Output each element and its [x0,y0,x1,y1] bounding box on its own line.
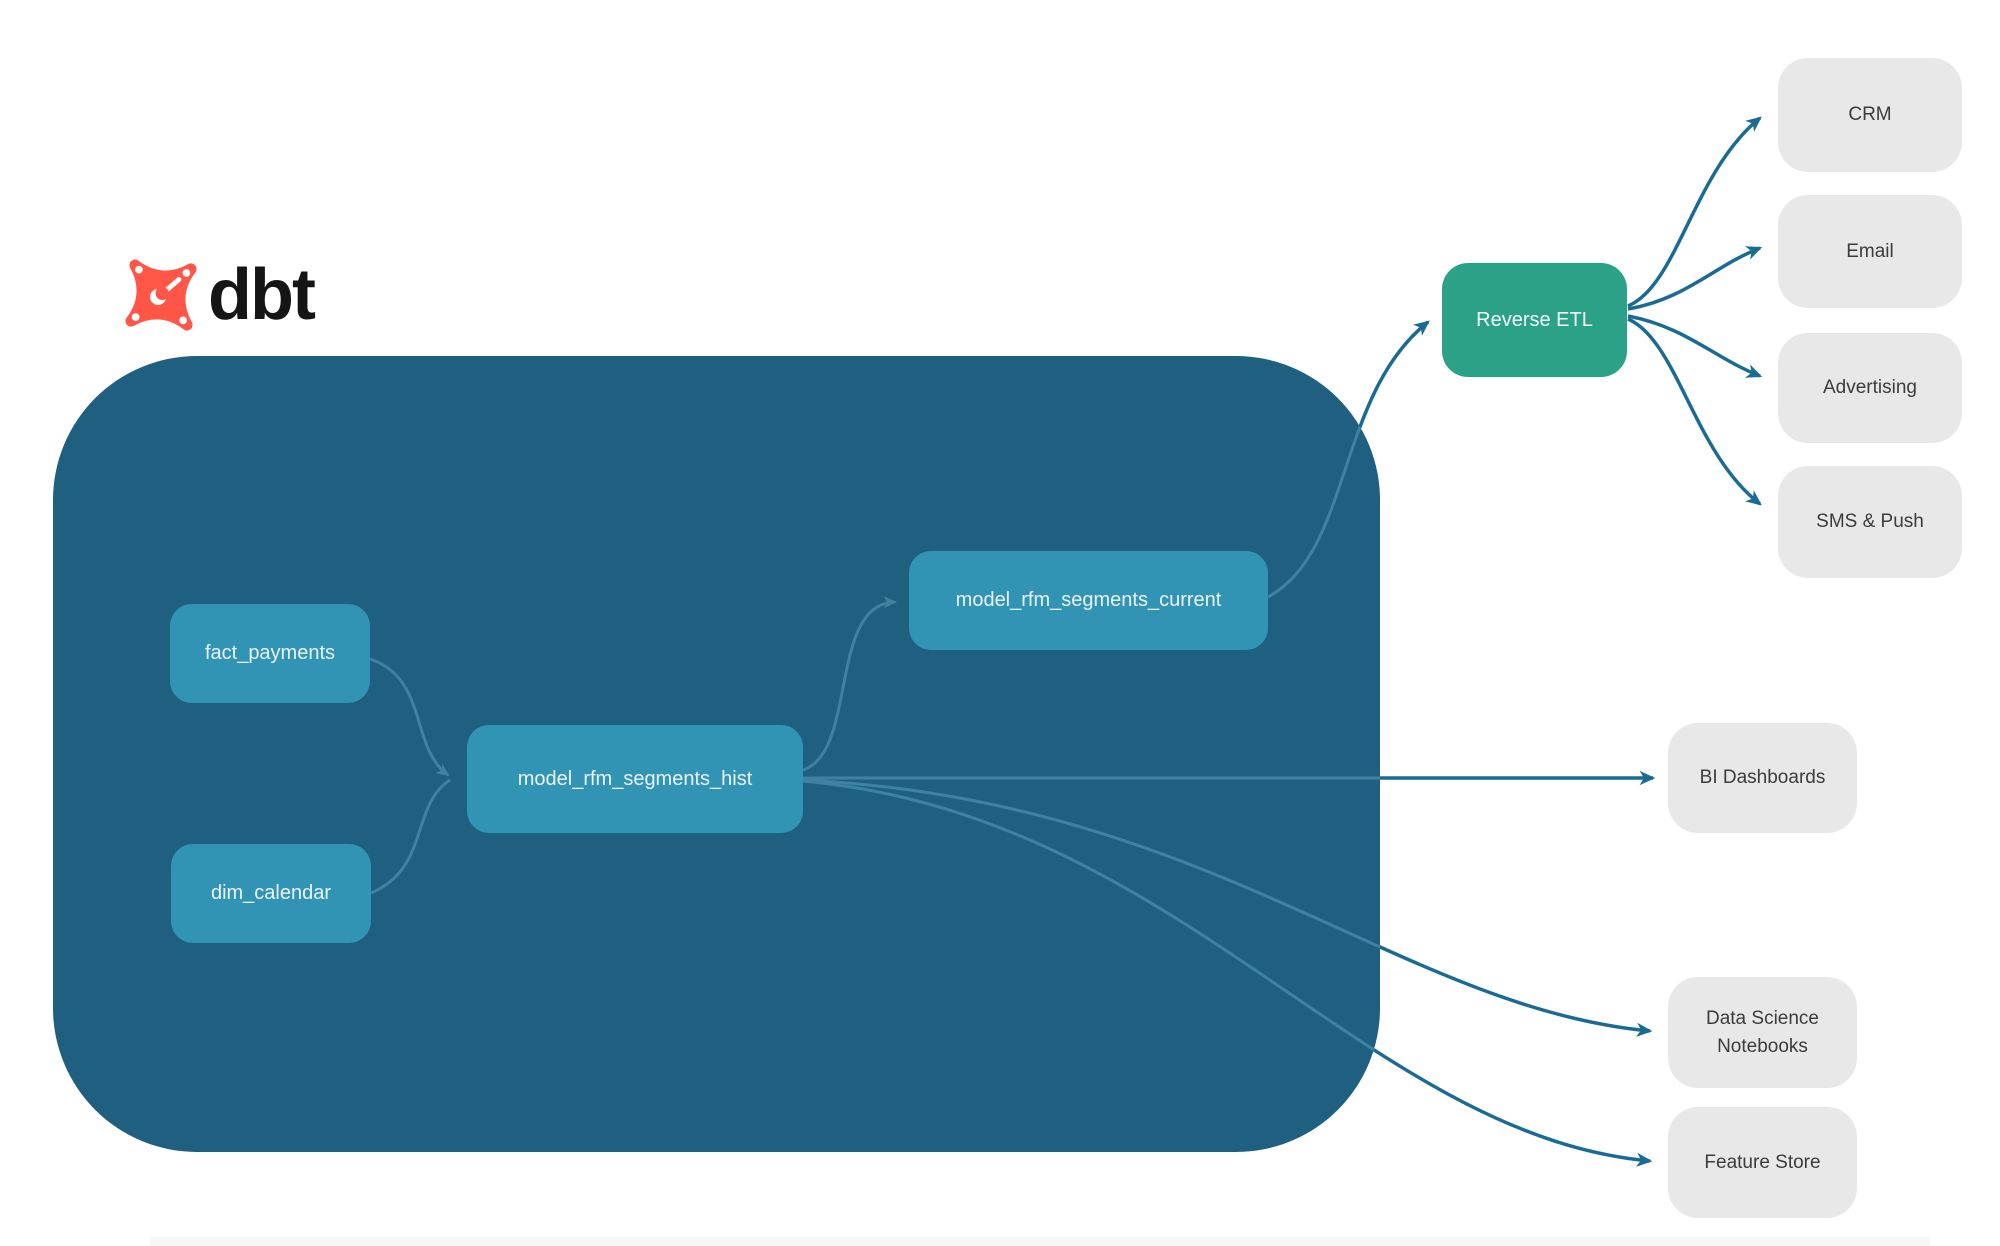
dbt-dot-bottom-left [131,313,140,321]
bottom-edge-strip [150,1237,1930,1246]
node-label: fact_payments [204,642,336,664]
edge-reverse-etl-to-crm [1627,116,1762,308]
node-data-science-notebooks: Data Science Notebooks [1668,977,1857,1088]
edge-reverse-etl-to-sms-push [1627,317,1762,506]
node-model-rfm-segments-current: model_rfm_segments_current [909,551,1268,650]
node-label: model_rfm_segments_hist [517,767,753,790]
node-feature-store: Feature Store [1668,1107,1857,1218]
edge-reverse-etl-to-advertising [1627,314,1763,378]
node-crm: CRM [1778,58,1962,172]
node-label: CRM [1848,104,1892,126]
node-dim-calendar: dim_calendar [171,844,371,943]
node-bi-dashboards: BI Dashboards [1668,723,1857,833]
node-label: Feature Store [1704,1151,1821,1173]
node-email: Email [1778,195,1962,308]
dbt-dot-bottom-right [179,316,187,325]
edge-reverse-etl-to-email [1627,246,1763,311]
node-label: Data Science Notebooks [1705,1007,1819,1057]
dbt-dot-top-left [135,265,143,274]
dbt-crescent-cut [155,286,169,300]
dbt-logo-icon [125,259,197,331]
node-model-rfm-segments-hist: model_rfm_segments_hist [467,725,803,833]
node-label: dim_calendar [210,882,332,904]
node-label: Email [1846,240,1894,262]
node-reverse-etl: Reverse ETL [1442,263,1627,377]
node-label: model_rfm_segments_current [955,589,1222,611]
node-fact-payments: fact_payments [170,604,370,703]
node-advertising: Advertising [1778,333,1962,443]
dbt-logo: dbt [125,255,316,335]
node-label: BI Dashboards [1699,767,1826,789]
node-label: Advertising [1823,377,1917,399]
node-sms-push: SMS & Push [1778,466,1962,578]
dbt-dot-top-right [182,269,191,277]
dbt-slash [164,276,182,293]
node-label: SMS & Push [1816,511,1924,533]
node-label: Reverse ETL [1476,308,1593,331]
dbt-wordmark: dbt [208,255,316,335]
